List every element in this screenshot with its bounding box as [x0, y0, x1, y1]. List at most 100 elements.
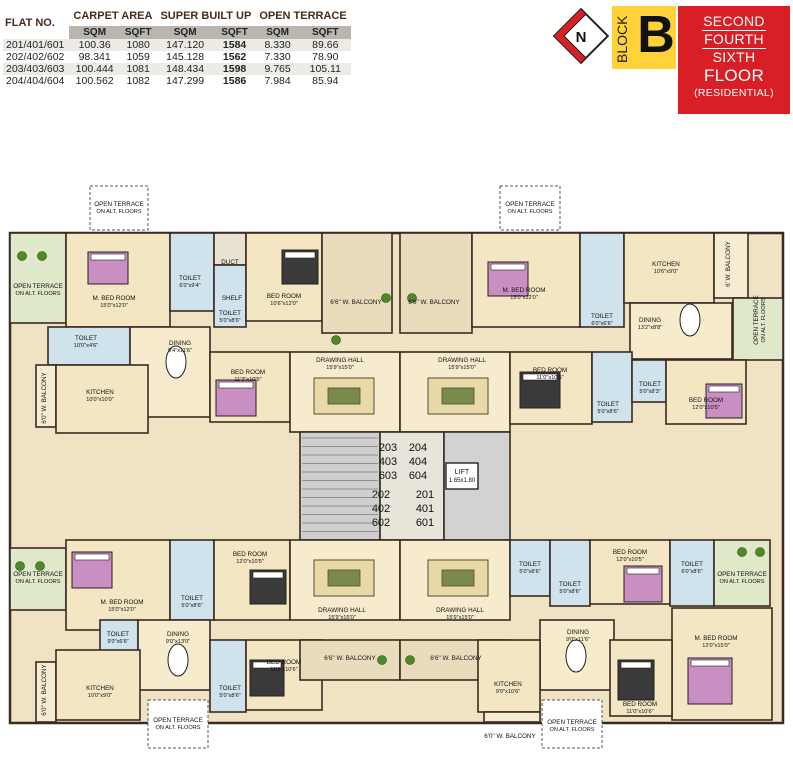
room-tl-toilet2 [213, 264, 247, 328]
room-label-line: DRAWING HALL [318, 607, 366, 614]
room-label-line: 6'0" W. BALCONY [484, 733, 536, 740]
room-label-line: M. BED ROOM [502, 287, 545, 294]
room-tl-kitchen [55, 364, 149, 434]
flat-number-label: 203 [379, 442, 397, 454]
pillow [90, 253, 126, 261]
room-label-line: 12'0"x10'5" [692, 405, 720, 411]
room-label-line: KITCHEN [652, 261, 680, 268]
room-label-line: OPEN TERRACE [547, 719, 597, 726]
compass-north-label: N [576, 29, 587, 46]
coffee-table [327, 387, 361, 405]
pillow [284, 251, 316, 259]
table-row: 204/404/604 100.562 1082 147.299 1586 7.… [3, 75, 351, 87]
room-label-line: OPEN TERRACE [153, 717, 203, 724]
room-label-line: BED ROOM [623, 701, 657, 708]
room-label-line: 9'4"x11'6" [168, 348, 192, 354]
flat-number-label: 604 [409, 470, 427, 482]
room-label-line: TOILET [181, 595, 203, 602]
flat-number-label: 603 [379, 470, 397, 482]
carpet-sqm: 100.562 [69, 75, 120, 87]
room-label-line: TOILET [559, 581, 581, 588]
room-label-line: OPEN TERRACE [505, 201, 555, 208]
room-label-line: ON ALT. FLOORS [156, 725, 201, 731]
dining-table [679, 303, 701, 337]
room-label-line: 5'0"x8'6" [181, 603, 202, 609]
room-ot-right-top [732, 297, 784, 361]
subheader-sqft: SQFT [299, 26, 351, 39]
room-label-line: OPEN TERRACE [13, 571, 63, 578]
room-stairs [299, 431, 381, 541]
room-br-kbalcony [483, 711, 541, 723]
room-bl-kitchen [55, 649, 141, 721]
room-label-line: 5'0"x8'6" [559, 589, 580, 595]
room-label-line: 6'0"x9'4" [179, 283, 200, 289]
room-label-line: DINING [639, 317, 661, 324]
room-label-line: 15'0"x12'0" [510, 295, 538, 301]
coffee-table [327, 569, 361, 587]
room-label-line: DRAWING HALL [436, 607, 484, 614]
room-label-line: 6'0" W. BALCONY [41, 372, 48, 424]
pillow [218, 381, 254, 389]
plant-icon [381, 293, 391, 303]
room-tr-kbalcony [713, 232, 749, 299]
terrace-sqm: 9.765 [255, 63, 300, 75]
room-label-line: ON ALT. FLOORS [761, 297, 767, 342]
flat-number-label: 401 [416, 503, 434, 515]
room-label-line: BED ROOM [533, 367, 567, 374]
header-super-built-up: SUPER BUILT UP [160, 10, 252, 22]
open-terrace-outline [147, 699, 209, 749]
plant-icon [35, 561, 45, 571]
room-label-line: 5'0"x8'6" [519, 569, 540, 575]
room-label-line: OPEN TERRACE [717, 571, 767, 578]
terrace-sqft: 78.90 [299, 51, 351, 63]
sbu-sqm: 148.434 [156, 63, 214, 75]
plant-icon [37, 251, 47, 261]
room-bl-toilet3 [209, 639, 247, 713]
room-label-line: 6' W. BALCONY [725, 240, 732, 286]
room-label-bl-balcony: 6'6" W. BALCONY [324, 655, 376, 662]
room-label-tl-duct: DUCT [221, 259, 239, 266]
room-label-line: BED ROOM [233, 551, 267, 558]
terrace-sqft: 85.94 [299, 75, 351, 87]
sbu-sqft: 1598 [213, 63, 256, 75]
coffee-table [441, 387, 475, 405]
room-label-line: DRAWING HALL [316, 357, 364, 364]
plant-icon [331, 335, 341, 345]
room-label-line: 6'0" W. BALCONY [41, 664, 48, 716]
floor-title: FLOOR [703, 66, 765, 85]
flat-number-label: 202 [372, 489, 390, 501]
room-label-line: 10'6"x12'0" [270, 301, 298, 307]
room-label-line: 6'0"x8'6" [681, 569, 702, 575]
room-label-line: KITCHEN [494, 681, 522, 688]
carpet-sqm: 100.444 [69, 63, 120, 75]
plant-icon [405, 655, 415, 665]
subheader-sqft: SQFT [119, 26, 157, 39]
plant-icon [377, 655, 387, 665]
room-label-tl-balcony: 6'6" W. BALCONY [330, 299, 382, 306]
room-label-bl-kbalcony: 6'0" W. BALCONY [41, 664, 48, 716]
room-label-line: ON ALT. FLOORS [720, 579, 765, 585]
room-label-line: 11'3"x10'5" [234, 377, 261, 383]
room-br-toilet1 [509, 539, 551, 597]
subheader-sqm: SQM [156, 26, 214, 39]
room-label-line: 10'6"x9'0" [654, 269, 678, 275]
flat-number-label: 403 [379, 456, 397, 468]
subheader-sqm: SQM [255, 26, 300, 39]
room-label-line: OPEN TERRACE [94, 201, 144, 208]
